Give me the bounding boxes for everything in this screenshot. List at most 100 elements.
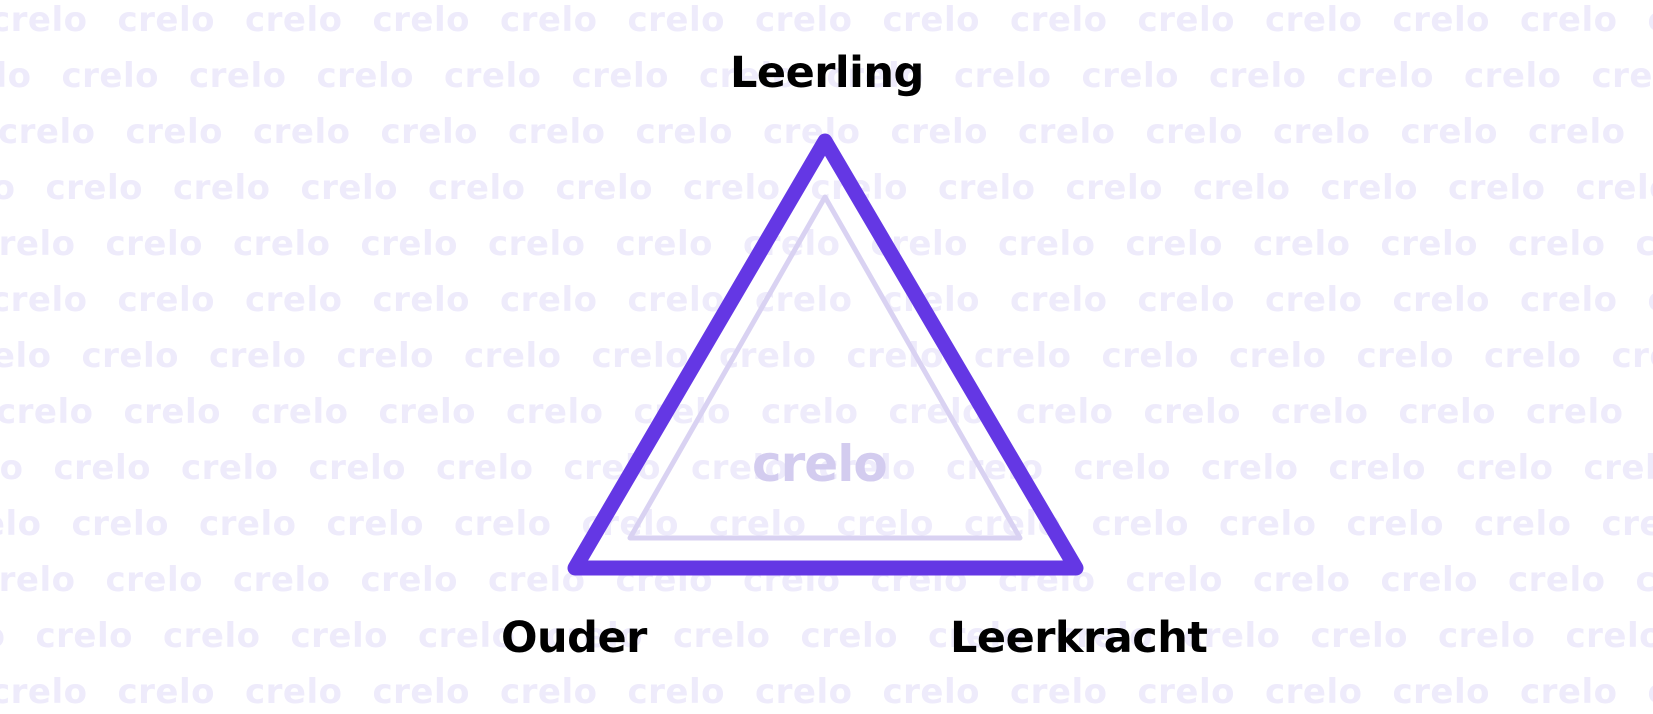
watermark-word: crelo bbox=[117, 280, 215, 320]
watermark-word: crelo bbox=[818, 448, 916, 488]
watermark-word: crelo bbox=[0, 336, 52, 376]
watermark-word: crelo bbox=[1125, 224, 1223, 264]
watermark-word: crelo bbox=[1193, 168, 1291, 208]
watermark-word: crelo bbox=[436, 448, 534, 488]
watermark-word: crelo bbox=[1474, 504, 1572, 544]
watermark-word: crelo bbox=[1101, 336, 1199, 376]
watermark-word: crelo bbox=[500, 0, 598, 40]
watermark-word: crelo bbox=[1648, 280, 1653, 320]
watermark-word: crelo bbox=[545, 616, 643, 656]
watermark-word: crelo bbox=[1601, 504, 1653, 544]
watermark-word: crelo bbox=[508, 112, 606, 152]
watermark-word: crelo bbox=[1380, 560, 1478, 600]
watermark-word: crelo bbox=[882, 672, 980, 712]
watermark-word: crelo bbox=[699, 56, 797, 96]
watermark-word: crelo bbox=[488, 224, 586, 264]
watermark-word: crelo bbox=[615, 224, 713, 264]
watermark-word: crelo bbox=[173, 168, 271, 208]
watermark-word: crelo bbox=[500, 280, 598, 320]
watermark-word: crelo bbox=[1398, 392, 1496, 432]
watermark-word: crelo bbox=[1356, 336, 1454, 376]
watermark-word: crelo bbox=[81, 336, 179, 376]
watermark-word: crelo bbox=[245, 672, 343, 712]
watermark-word: crelo bbox=[555, 168, 653, 208]
watermark-word: crelo bbox=[1010, 672, 1108, 712]
watermark-word: crelo bbox=[1528, 112, 1626, 152]
watermark-word: crelo bbox=[1137, 0, 1235, 40]
watermark-row: crelocrelocrelocrelocrelocrelocrelocrelo… bbox=[0, 448, 1653, 488]
watermark-word: crelo bbox=[954, 56, 1052, 96]
watermark-word: crelo bbox=[0, 560, 76, 600]
watermark-word: crelo bbox=[61, 56, 159, 96]
watermark-word: crelo bbox=[826, 56, 924, 96]
watermark-word: crelo bbox=[1065, 168, 1163, 208]
watermark-word: crelo bbox=[506, 392, 604, 432]
watermark-row: crelo crelo crelo crelo crelo crelo crelo crelo… bbox=[0, 616, 1653, 656]
watermark-word: crelo bbox=[800, 616, 898, 656]
watermark-word: crelo bbox=[378, 392, 476, 432]
watermark-word: crelo bbox=[105, 560, 203, 600]
watermark-word: crelo bbox=[0, 168, 16, 208]
watermark-word: crelo bbox=[1265, 0, 1363, 40]
watermark-word: crelo bbox=[105, 224, 203, 264]
watermark-word: crelo bbox=[290, 616, 388, 656]
watermark-row: crelocrelocrelocrelocrelocrelocrelocrelo… bbox=[0, 224, 1653, 264]
watermark-word: crelo bbox=[1055, 616, 1153, 656]
center-crelo-logo: crelo bbox=[752, 435, 888, 493]
watermark-word: crelo bbox=[189, 56, 287, 96]
watermark-word: crelo bbox=[1265, 280, 1363, 320]
watermark-word: crelo bbox=[1310, 616, 1408, 656]
watermark-word: crelo bbox=[1145, 112, 1243, 152]
watermark-word: crelo bbox=[0, 392, 94, 432]
watermark-word: crelo bbox=[45, 168, 143, 208]
watermark-word: crelo bbox=[1456, 448, 1554, 488]
watermark-word: crelo bbox=[233, 224, 331, 264]
inner-triangle bbox=[627, 194, 1023, 541]
watermark-word: crelo bbox=[1183, 616, 1281, 656]
watermark-word: crelo bbox=[882, 0, 980, 40]
watermark-word: crelo bbox=[233, 560, 331, 600]
watermark-word: crelo bbox=[974, 336, 1072, 376]
watermark-word: crelo bbox=[0, 280, 88, 320]
watermark-word: crelo bbox=[1073, 448, 1171, 488]
watermark-word: crelo bbox=[0, 616, 6, 656]
watermark-word: crelo bbox=[1392, 280, 1490, 320]
vertex-label-leerkracht: Leerkracht bbox=[950, 613, 1208, 663]
watermark-word: crelo bbox=[454, 504, 552, 544]
watermark-word: crelo bbox=[209, 336, 307, 376]
watermark-word: crelo bbox=[0, 504, 42, 544]
watermark-word: crelo bbox=[245, 0, 343, 40]
watermark-word: crelo bbox=[253, 112, 351, 152]
watermark-word: crelo bbox=[35, 616, 133, 656]
watermark-word: crelo bbox=[1591, 56, 1653, 96]
watermark-word: crelo bbox=[1508, 224, 1606, 264]
watermark-word: crelo bbox=[890, 112, 988, 152]
watermark-word: crelo bbox=[1635, 560, 1653, 600]
watermark-word: crelo bbox=[500, 672, 598, 712]
vertex-label-leerling: Leerling bbox=[730, 48, 924, 98]
watermark-word: crelo bbox=[464, 336, 562, 376]
watermark-word: crelo bbox=[0, 112, 96, 152]
watermark-word: crelo bbox=[326, 504, 424, 544]
watermark-word: crelo bbox=[673, 616, 771, 656]
watermark-word: crelo bbox=[308, 448, 406, 488]
watermark-row: crelocrelocrelocrelocrelocrelocrelocrelo… bbox=[0, 56, 1653, 96]
watermark-word: crelo bbox=[117, 672, 215, 712]
watermark-word: crelo bbox=[928, 616, 1026, 656]
watermark-word: crelo bbox=[1271, 392, 1369, 432]
watermark-row: crelo crelo crelo crelo crelo crelo crelo crelo… bbox=[0, 336, 1653, 376]
watermark-word: crelo bbox=[1583, 448, 1653, 488]
watermark-word: crelo bbox=[683, 168, 781, 208]
watermark-word: crelo bbox=[418, 616, 516, 656]
watermark-word: crelo bbox=[1229, 336, 1327, 376]
watermark-word: crelo bbox=[360, 224, 458, 264]
watermark-word: crelo bbox=[117, 0, 215, 40]
watermark-word: crelo bbox=[123, 392, 221, 432]
watermark-word: crelo bbox=[1010, 280, 1108, 320]
watermark-word: crelo bbox=[627, 280, 725, 320]
vertex-label-ouder: Ouder bbox=[501, 613, 647, 663]
